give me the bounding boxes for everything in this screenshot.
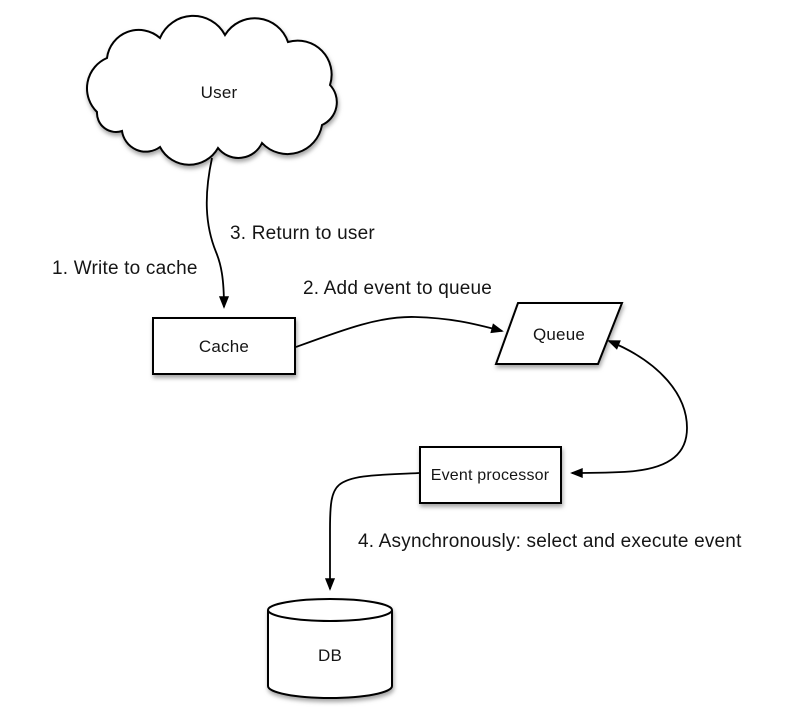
arrows: [205, 157, 688, 591]
node-shapes: [86, 14, 624, 699]
cache-box-shape: [152, 317, 296, 375]
db-node-label: DB: [317, 646, 343, 665]
cache-node-label: Cache: [198, 337, 250, 356]
arrow-user-to-cache: [205, 157, 230, 309]
flow-label-add-event-to-queue: 2. Add event to queue: [303, 278, 493, 299]
flow-label-async-select-execute: 4. Asynchronously: select and execute ev…: [358, 531, 742, 552]
queue-node-label: Queue: [532, 325, 586, 344]
arrow-queue-event-processor-loop: [570, 340, 688, 479]
db-cylinder-shape: [267, 598, 393, 699]
event-processor-box-shape: [419, 446, 562, 504]
flow-label-write-to-cache: 1. Write to cache: [52, 258, 198, 279]
event-processor-node-label: Event processor: [430, 467, 550, 484]
flow-label-return-to-user: 3. Return to user: [230, 223, 375, 244]
arrow-event-processor-to-db: [324, 472, 420, 591]
user-cloud-shape: [86, 14, 338, 166]
user-node-label: User: [200, 83, 238, 102]
arrow-cache-to-queue: [295, 316, 504, 348]
